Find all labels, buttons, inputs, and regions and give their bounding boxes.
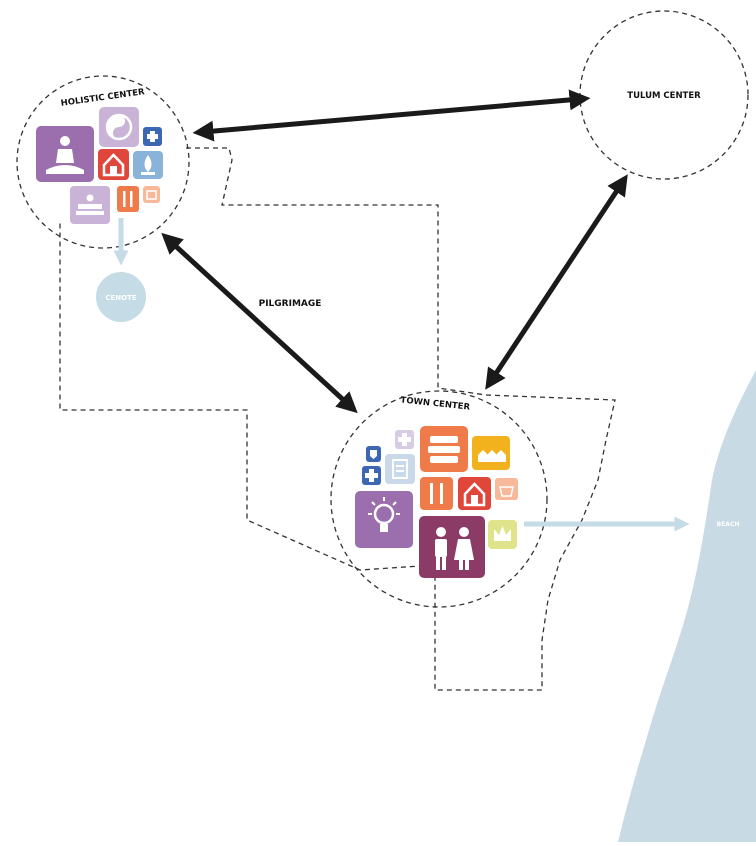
meditation-icon xyxy=(36,126,94,182)
town-center-circle xyxy=(330,390,548,608)
medical-cross-icon xyxy=(362,466,381,485)
house-icon xyxy=(98,149,129,180)
idea-icon xyxy=(355,491,413,548)
cenote-label: CENOTE xyxy=(105,294,137,302)
water-drop-icon xyxy=(133,151,163,179)
housing-icon xyxy=(472,436,510,470)
market-icon xyxy=(420,426,468,472)
holistic-icon-cluster xyxy=(36,107,163,224)
dining-icon xyxy=(117,186,139,212)
clinic-icon xyxy=(395,430,414,449)
tulum-center-label: TULUM CENTER xyxy=(627,91,701,101)
security-icon xyxy=(366,446,381,462)
town-icon-cluster xyxy=(355,426,518,578)
family-icon xyxy=(419,516,485,578)
sea-area xyxy=(618,370,756,842)
medical-cross-icon xyxy=(143,127,162,146)
arrow-holistic-tulum xyxy=(192,89,591,142)
district-boundary xyxy=(59,147,616,691)
document-icon xyxy=(385,454,415,484)
beach-label: BEACH xyxy=(717,521,740,528)
spa-bed-icon xyxy=(70,186,110,224)
shop-icon xyxy=(143,186,160,203)
house-icon xyxy=(458,477,491,510)
cenote-node xyxy=(96,272,146,322)
arrow-tulum-town xyxy=(485,174,628,390)
shop-icon xyxy=(495,478,518,500)
holistic-center-circle xyxy=(16,75,190,249)
arrow-holistic-town xyxy=(161,232,358,414)
dining-icon xyxy=(420,477,453,510)
pilgrimage-label: PILGRIMAGE xyxy=(259,299,322,309)
yin-yang-icon xyxy=(99,107,139,147)
town-center-label: TOWN CENTER xyxy=(400,395,471,412)
holistic-center-label: HOLISTIC CENTER xyxy=(60,87,146,109)
crown-icon xyxy=(488,520,517,549)
